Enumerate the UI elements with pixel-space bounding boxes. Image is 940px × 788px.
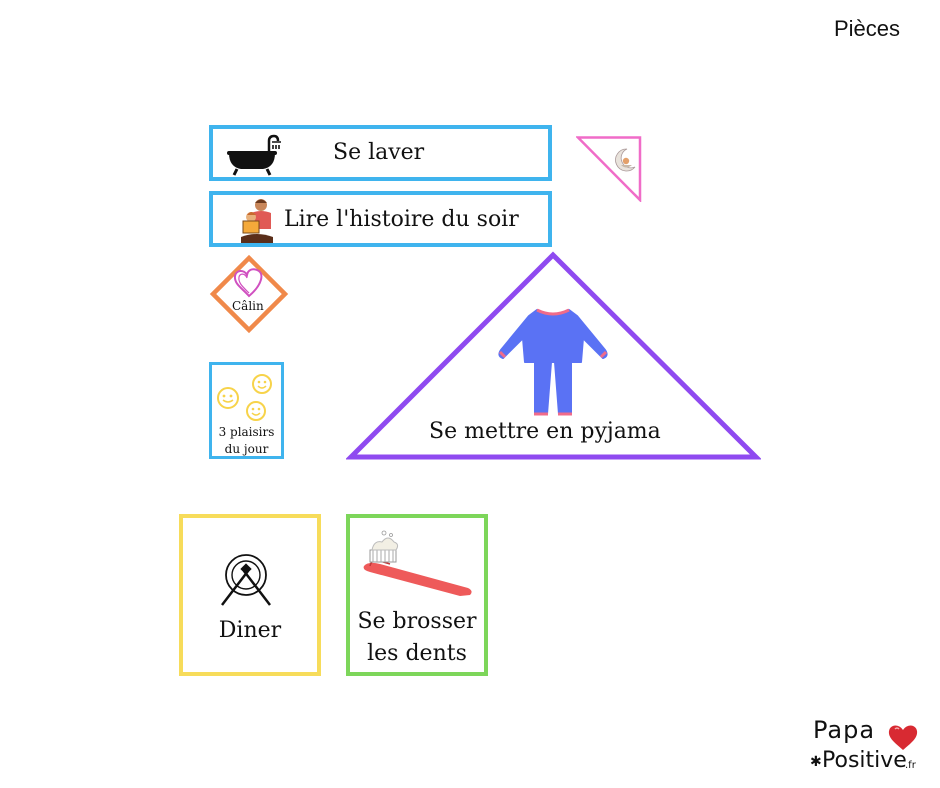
label-line-1: Se brosser [357,609,477,634]
piece-brosser-dents[interactable]: Se brosser les dents [346,514,488,676]
papa-positive-logo: Papa ✱ Positive .fr [810,716,926,780]
piece-histoire-du-soir[interactable]: Lire l'histoire du soir [209,191,552,247]
logo-line-2: Positive [822,748,907,773]
bathtub-icon [225,133,281,181]
piece-pyjama[interactable]: Se mettre en pyjama [344,251,763,461]
piece-diner[interactable]: Diner [179,514,321,676]
piece-se-laver[interactable]: Se laver [209,125,552,181]
logo-suffix: .fr [905,760,916,771]
pyjama-icon [497,306,609,422]
logo-line-1: Papa [813,716,876,744]
label-line-1: 3 plaisirs [218,425,275,439]
piece-moon[interactable] [574,136,642,204]
plate-cutlery-icon [214,549,278,613]
piece-label: 3 plaisirs du jour [212,424,281,458]
piece-label: Diner [218,618,282,643]
sleeping-moon-icon [613,147,637,177]
piece-3-plaisirs[interactable]: 3 plaisirs du jour [209,362,284,459]
piece-label: Se brosser les dents [350,606,484,670]
smileys-icon [214,371,282,427]
reading-parent-icon [237,197,277,249]
triangle-frame [574,136,642,204]
piece-label: Câlin [232,299,264,313]
diamond-frame [209,254,289,334]
label-line-2: les dents [367,641,467,666]
toothbrush-icon [360,528,476,602]
star-icon: ✱ [810,754,822,770]
piece-calin[interactable]: Câlin [209,254,289,334]
page-title: Pièces [833,16,900,41]
label-line-2: du jour [224,442,269,456]
piece-label: Lire l'histoire du soir [284,207,519,232]
piece-label: Se mettre en pyjama [429,419,661,444]
heart-icon [232,268,266,302]
piece-label: Se laver [333,140,425,165]
heart-icon [887,723,919,755]
